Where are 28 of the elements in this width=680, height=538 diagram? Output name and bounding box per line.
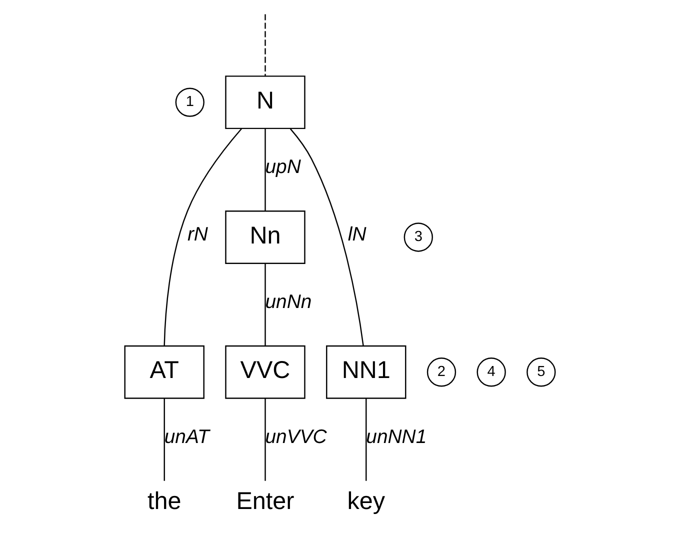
node-text: the xyxy=(147,488,182,515)
node-box: NN1 xyxy=(326,345,406,399)
edge-label: unNN1 xyxy=(366,426,427,448)
edge-label: unAT xyxy=(164,426,210,448)
connector xyxy=(264,263,266,346)
edge-label: rN xyxy=(187,224,208,246)
node-box: AT xyxy=(124,345,204,399)
node-text: key xyxy=(347,488,386,515)
node-circle: 1 xyxy=(175,88,204,117)
node-box: N xyxy=(225,76,306,130)
node-circle: 4 xyxy=(476,358,506,387)
edge-label: unVVC xyxy=(265,426,327,448)
node-circle: 5 xyxy=(526,358,556,387)
connector xyxy=(264,398,266,481)
node-circle: 2 xyxy=(426,358,456,387)
edge-label: unNn xyxy=(265,291,312,314)
edge-label: lN xyxy=(348,224,366,246)
edge-label: upN xyxy=(265,156,301,178)
connector xyxy=(366,398,367,481)
node-circle: 3 xyxy=(404,222,433,252)
connector xyxy=(164,128,242,346)
node-text: Enter xyxy=(236,488,294,515)
connector xyxy=(164,398,165,481)
node-box: Nn xyxy=(225,210,306,264)
connector xyxy=(290,128,364,346)
connector xyxy=(264,128,266,211)
connector xyxy=(264,14,266,76)
node-box: VVC xyxy=(225,345,306,399)
